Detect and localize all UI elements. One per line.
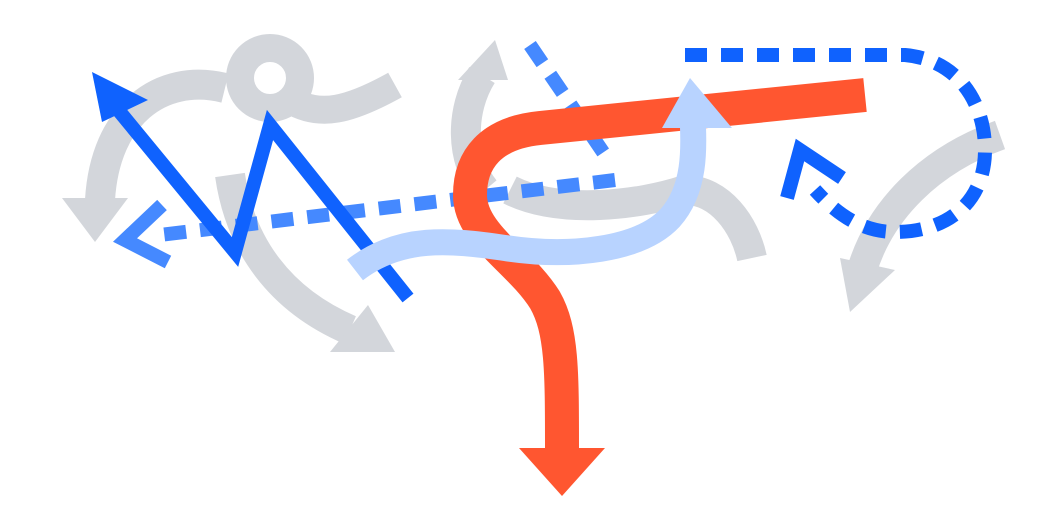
- gray-arrowheads: [62, 40, 895, 352]
- blue-dotted-loop-arrow-icon: [685, 48, 993, 240]
- gray-loop-arrow-icon: [226, 34, 402, 124]
- pale-blue-wave-arrow-icon: [347, 78, 732, 281]
- blue-zigzag-arrow-icon: [92, 72, 414, 303]
